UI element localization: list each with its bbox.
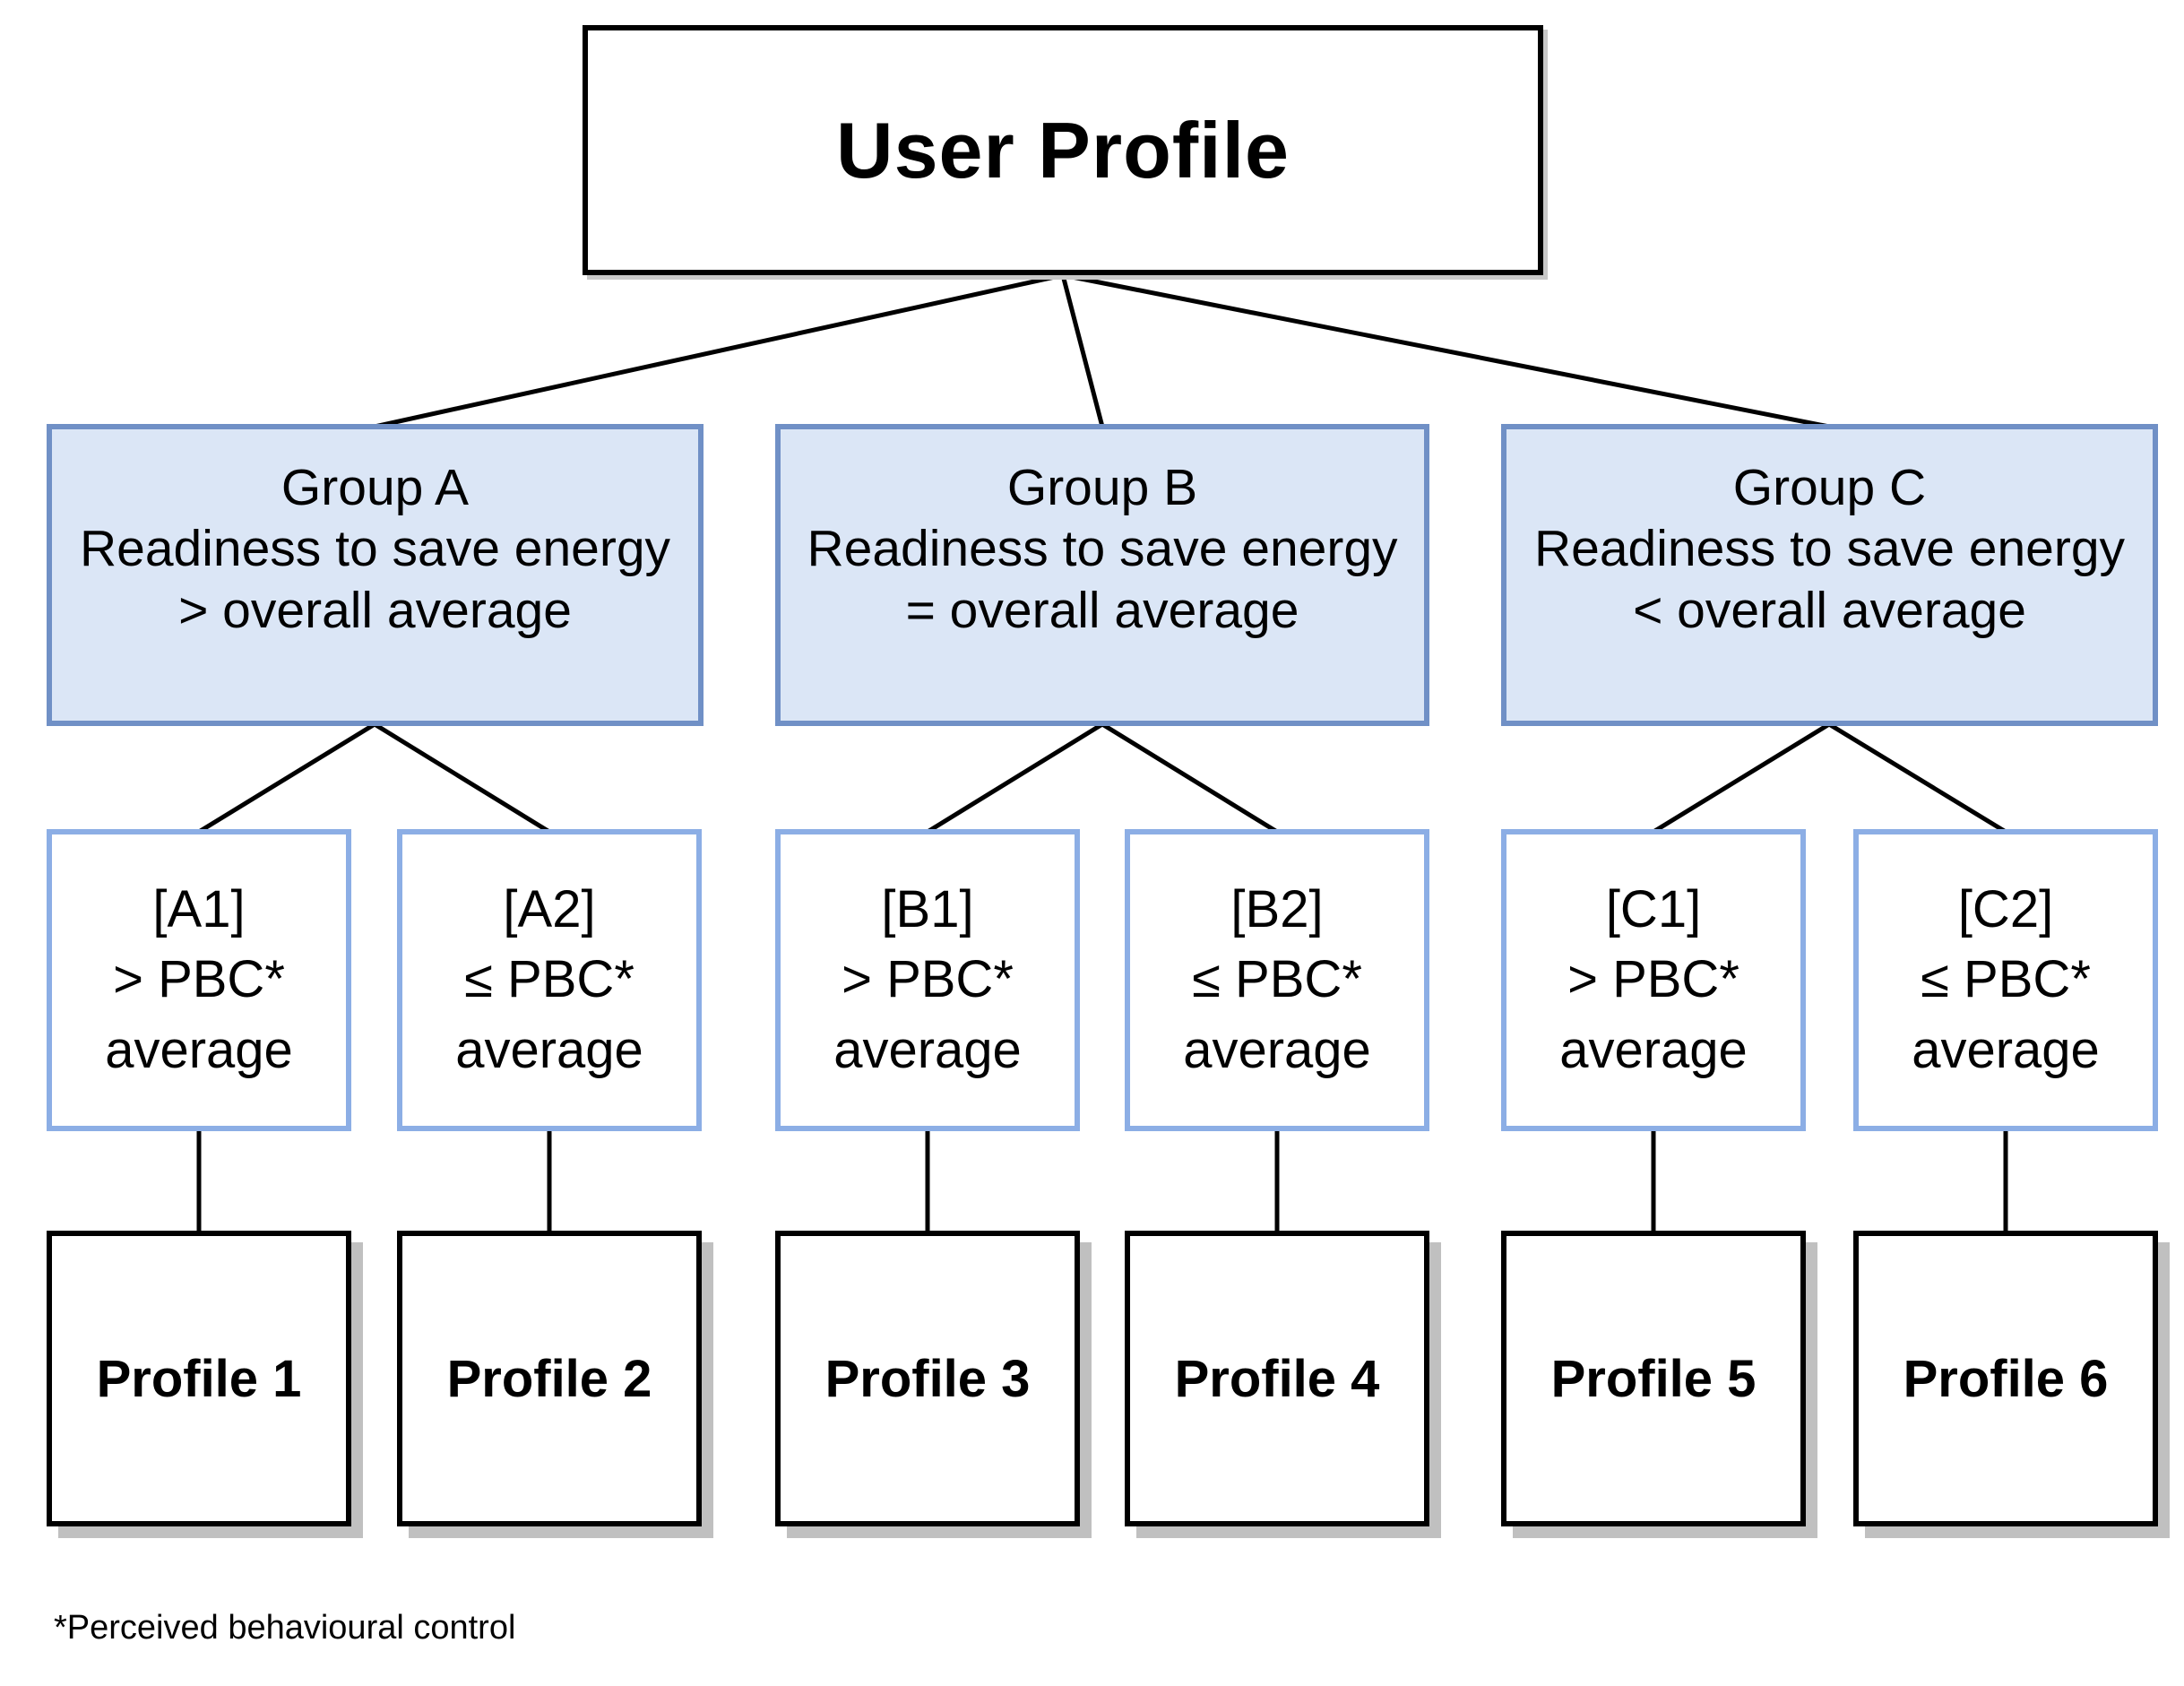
subgroup-a1-noun: average (105, 1020, 293, 1079)
group-b-description: Readiness to save energy (807, 520, 1398, 578)
subgroup-c2-noun: average (1912, 1020, 2100, 1079)
connector-group-a-sub-a2 (373, 722, 551, 834)
footnote: *Perceived behavioural control (54, 1609, 516, 1647)
connector-group-b-sub-b1 (926, 722, 1104, 834)
subgroup-node-b2: [B2] ≤ PBC* average (1125, 829, 1429, 1131)
subgroup-node-c2: [C2] ≤ PBC* average (1853, 829, 2158, 1131)
connector-group-c-sub-c1 (1652, 722, 1831, 834)
subgroup-b1-operator: > PBC* (842, 950, 1014, 1009)
subgroup-c1-operator: > PBC* (1567, 950, 1739, 1009)
profile-1-label: Profile 1 (96, 1349, 302, 1408)
subgroup-node-b1: [B1] > PBC* average (775, 829, 1080, 1131)
group-c-description: Readiness to save energy (1533, 520, 2126, 578)
connector-root-group-b (1060, 274, 1105, 428)
subgroup-b2-noun: average (1183, 1020, 1371, 1079)
profile-node-5: Profile 5 (1501, 1231, 1806, 1526)
group-b-criterion: = overall average (905, 581, 1299, 639)
profile-6-label: Profile 6 (1903, 1349, 2109, 1408)
group-a-title: Group A (281, 458, 470, 516)
subgroup-c2-operator: ≤ PBC* (1921, 950, 2091, 1009)
connector-group-b-sub-b2 (1101, 722, 1279, 834)
subgroup-a1-code: [A1] (152, 880, 246, 939)
subgroup-node-c1: [C1] > PBC* average (1501, 829, 1806, 1131)
subgroup-b2-operator: ≤ PBC* (1192, 950, 1362, 1009)
group-node-a: Group A Readiness to save energy > overa… (47, 424, 704, 726)
subgroup-node-a1: [A1] > PBC* average (47, 829, 351, 1131)
subgroup-c2-code: [C2] (1957, 880, 2054, 939)
profile-node-6: Profile 6 (1853, 1231, 2158, 1526)
profile-4-label: Profile 4 (1174, 1349, 1380, 1408)
connector-group-a-sub-a1 (197, 722, 376, 834)
subgroup-a2-code: [A2] (503, 880, 596, 939)
subgroup-b2-code: [B2] (1230, 880, 1324, 939)
group-a-criterion: > overall average (178, 581, 572, 639)
group-b-title: Group B (1006, 458, 1198, 516)
profile-node-3: Profile 3 (775, 1231, 1080, 1526)
profile-node-2: Profile 2 (397, 1231, 702, 1526)
profile-3-label: Profile 3 (824, 1349, 1031, 1408)
profile-5-label: Profile 5 (1550, 1349, 1757, 1408)
root-node-user-profile: User Profile (583, 25, 1543, 275)
subgroup-b1-code: [B1] (881, 880, 974, 939)
subgroup-a2-operator: ≤ PBC* (464, 950, 634, 1009)
subgroup-c1-noun: average (1559, 1020, 1748, 1079)
group-node-c: Group C Readiness to save energy < overa… (1501, 424, 2158, 726)
subgroup-a1-operator: > PBC* (113, 950, 285, 1009)
profile-2-label: Profile 2 (446, 1349, 652, 1408)
group-c-criterion: < overall average (1633, 581, 2026, 639)
group-node-b: Group B Readiness to save energy = overa… (775, 424, 1429, 726)
connector-root-group-c (1062, 272, 1830, 429)
subgroup-a2-noun: average (455, 1020, 643, 1079)
connector-root-group-a (374, 272, 1064, 429)
root-node-label: User Profile (836, 105, 1290, 195)
group-a-description: Readiness to save energy (79, 520, 671, 578)
group-c-title: Group C (1732, 458, 1927, 516)
subgroup-c1-code: [C1] (1605, 880, 1702, 939)
subgroup-b1-noun: average (833, 1020, 1022, 1079)
profile-node-1: Profile 1 (47, 1231, 351, 1526)
subgroup-node-a2: [A2] ≤ PBC* average (397, 829, 702, 1131)
profile-node-4: Profile 4 (1125, 1231, 1429, 1526)
connector-group-c-sub-c2 (1827, 722, 2007, 834)
